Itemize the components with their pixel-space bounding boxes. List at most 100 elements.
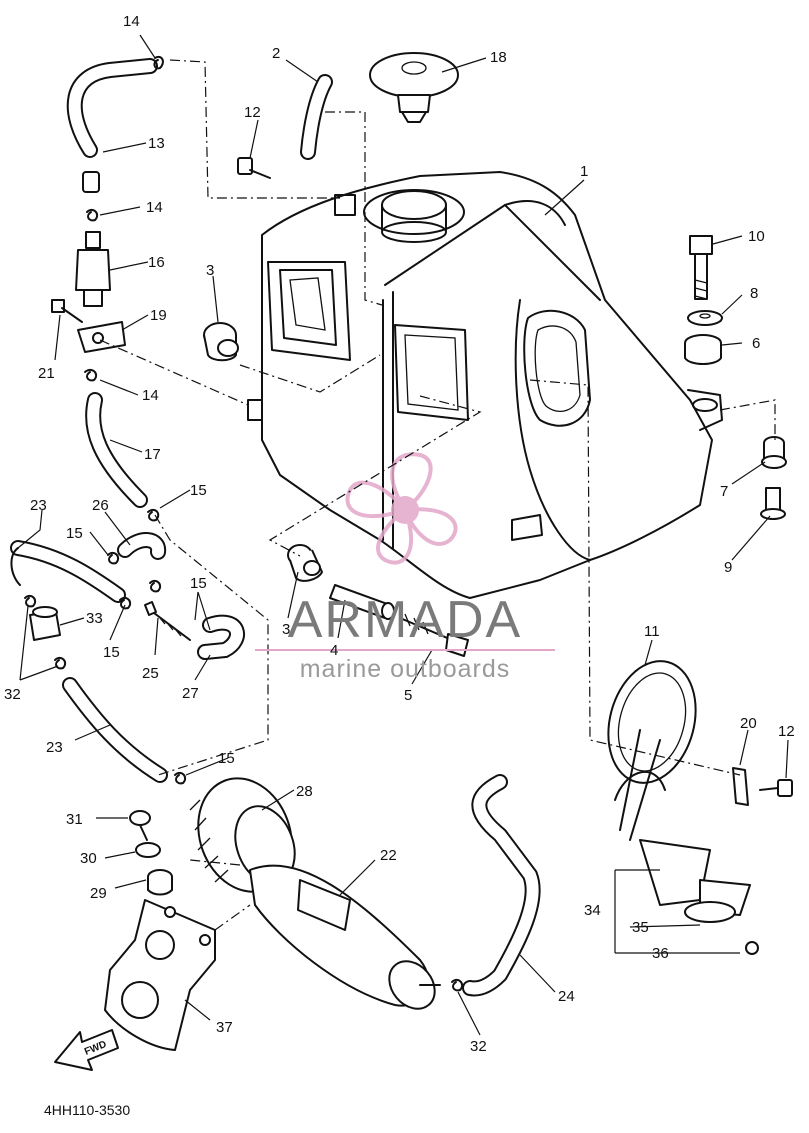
screw-12-right [759, 779, 793, 797]
bracket-19 [77, 321, 126, 353]
fuel-tank [247, 171, 723, 599]
pump-22 [249, 864, 441, 1010]
collar-4 [329, 584, 395, 620]
label-part-7: 7 [720, 483, 728, 500]
collar-9 [760, 487, 786, 520]
assembly-lines [99, 59, 776, 931]
hose-13 [66, 58, 158, 193]
hose-26 [117, 532, 166, 560]
bolt-31 [129, 810, 151, 841]
label-part-33: 33 [86, 610, 103, 627]
filler-cap [369, 52, 459, 123]
washer-8 [687, 310, 723, 326]
label-part-12-right: 12 [778, 723, 795, 740]
clamp-15-a [147, 508, 160, 522]
label-part-23-bottom: 23 [46, 739, 63, 756]
label-part-14-low: 14 [142, 387, 159, 404]
label-part-21: 21 [38, 365, 55, 382]
fwd-arrow: FWD [54, 1029, 119, 1071]
label-part-32-bottom: 32 [470, 1038, 487, 1055]
label-part-30: 30 [80, 850, 97, 867]
label-part-34: 34 [584, 902, 601, 919]
clamp-32-bottom [451, 978, 464, 992]
label-part-4: 4 [330, 642, 338, 659]
label-part-23-top: 23 [30, 497, 47, 514]
label-part-25: 25 [142, 665, 159, 682]
label-part-16: 16 [148, 254, 165, 271]
label-part-1: 1 [580, 163, 588, 180]
fuel-filter-16 [75, 231, 111, 307]
label-part-10: 10 [748, 228, 765, 245]
label-part-26: 26 [92, 497, 109, 514]
hose-23-top [10, 540, 126, 603]
bracket-37 [104, 899, 216, 1051]
label-part-15-a: 15 [190, 482, 207, 499]
bolt-10 [689, 235, 713, 300]
grommet-7 [761, 436, 787, 469]
label-part-5: 5 [404, 687, 412, 704]
grommet-29 [147, 869, 173, 896]
label-part-18: 18 [490, 49, 507, 66]
label-part-13: 13 [148, 135, 165, 152]
clamp-15-c [149, 579, 162, 593]
label-part-3-bottom: 3 [282, 621, 290, 638]
label-part-19: 19 [150, 307, 167, 324]
watermark-brand: ARMADA [288, 591, 522, 649]
hose-24 [462, 774, 541, 997]
clamp-14-top [153, 56, 164, 70]
pump-assembly-11 [607, 660, 759, 955]
propeller-logo-watermark [345, 452, 458, 565]
clamp-32-left [24, 594, 67, 670]
grommet-6 [684, 334, 722, 365]
label-part-17: 17 [144, 446, 161, 463]
screw-12-top [237, 157, 271, 179]
label-part-29: 29 [90, 885, 107, 902]
label-part-14-mid: 14 [146, 199, 163, 216]
damper-3-bottom [287, 544, 323, 582]
label-part-37: 37 [216, 1019, 233, 1036]
label-part-8: 8 [750, 285, 758, 302]
joint-33 [29, 606, 61, 641]
leader-lines [17, 34, 789, 1036]
label-part-28: 28 [296, 783, 313, 800]
label-part-15-c: 15 [190, 575, 207, 592]
clamp-14-low [84, 368, 98, 382]
clamp-15-d [119, 596, 132, 610]
drawing-code: 4HH110-3530 [44, 1102, 130, 1118]
screw-21 [51, 299, 83, 323]
clamp-15-b [107, 551, 120, 565]
clamp-15-e [174, 771, 187, 785]
hose-23-bottom [62, 677, 168, 783]
label-part-15-b: 15 [66, 525, 83, 542]
hose-17 [85, 392, 148, 508]
label-part-24: 24 [558, 988, 575, 1005]
label-part-31: 31 [66, 811, 83, 828]
damper-3-top [203, 322, 239, 362]
label-part-3-top: 3 [206, 262, 214, 279]
hose-27 [197, 614, 245, 660]
label-part-2: 2 [272, 45, 280, 62]
label-part-35: 35 [632, 919, 649, 936]
bracket-20 [732, 767, 749, 806]
label-part-22: 22 [380, 847, 397, 864]
label-part-9: 9 [724, 559, 732, 576]
label-part-15-e: 15 [218, 750, 235, 767]
part-labels: 1 2 3 3 4 5 6 7 8 9 10 11 12 12 13 14 14… [4, 13, 795, 1055]
clamp-14-mid [86, 208, 99, 222]
label-part-15-d: 15 [103, 644, 120, 661]
label-part-6: 6 [752, 335, 760, 352]
fitting-25 [144, 601, 191, 641]
label-part-27: 27 [182, 685, 199, 702]
hose-2 [300, 74, 333, 160]
label-part-36: 36 [652, 945, 669, 962]
label-part-32-left: 32 [4, 686, 21, 703]
watermark-tagline: marine outboards [300, 655, 511, 683]
grommet-30 [135, 842, 161, 858]
label-part-11: 11 [644, 623, 660, 640]
label-part-14-top: 14 [123, 13, 140, 30]
label-part-20: 20 [740, 715, 757, 732]
label-part-12-top: 12 [244, 104, 261, 121]
armada-watermark: ARMADA marine outboards [255, 591, 555, 683]
